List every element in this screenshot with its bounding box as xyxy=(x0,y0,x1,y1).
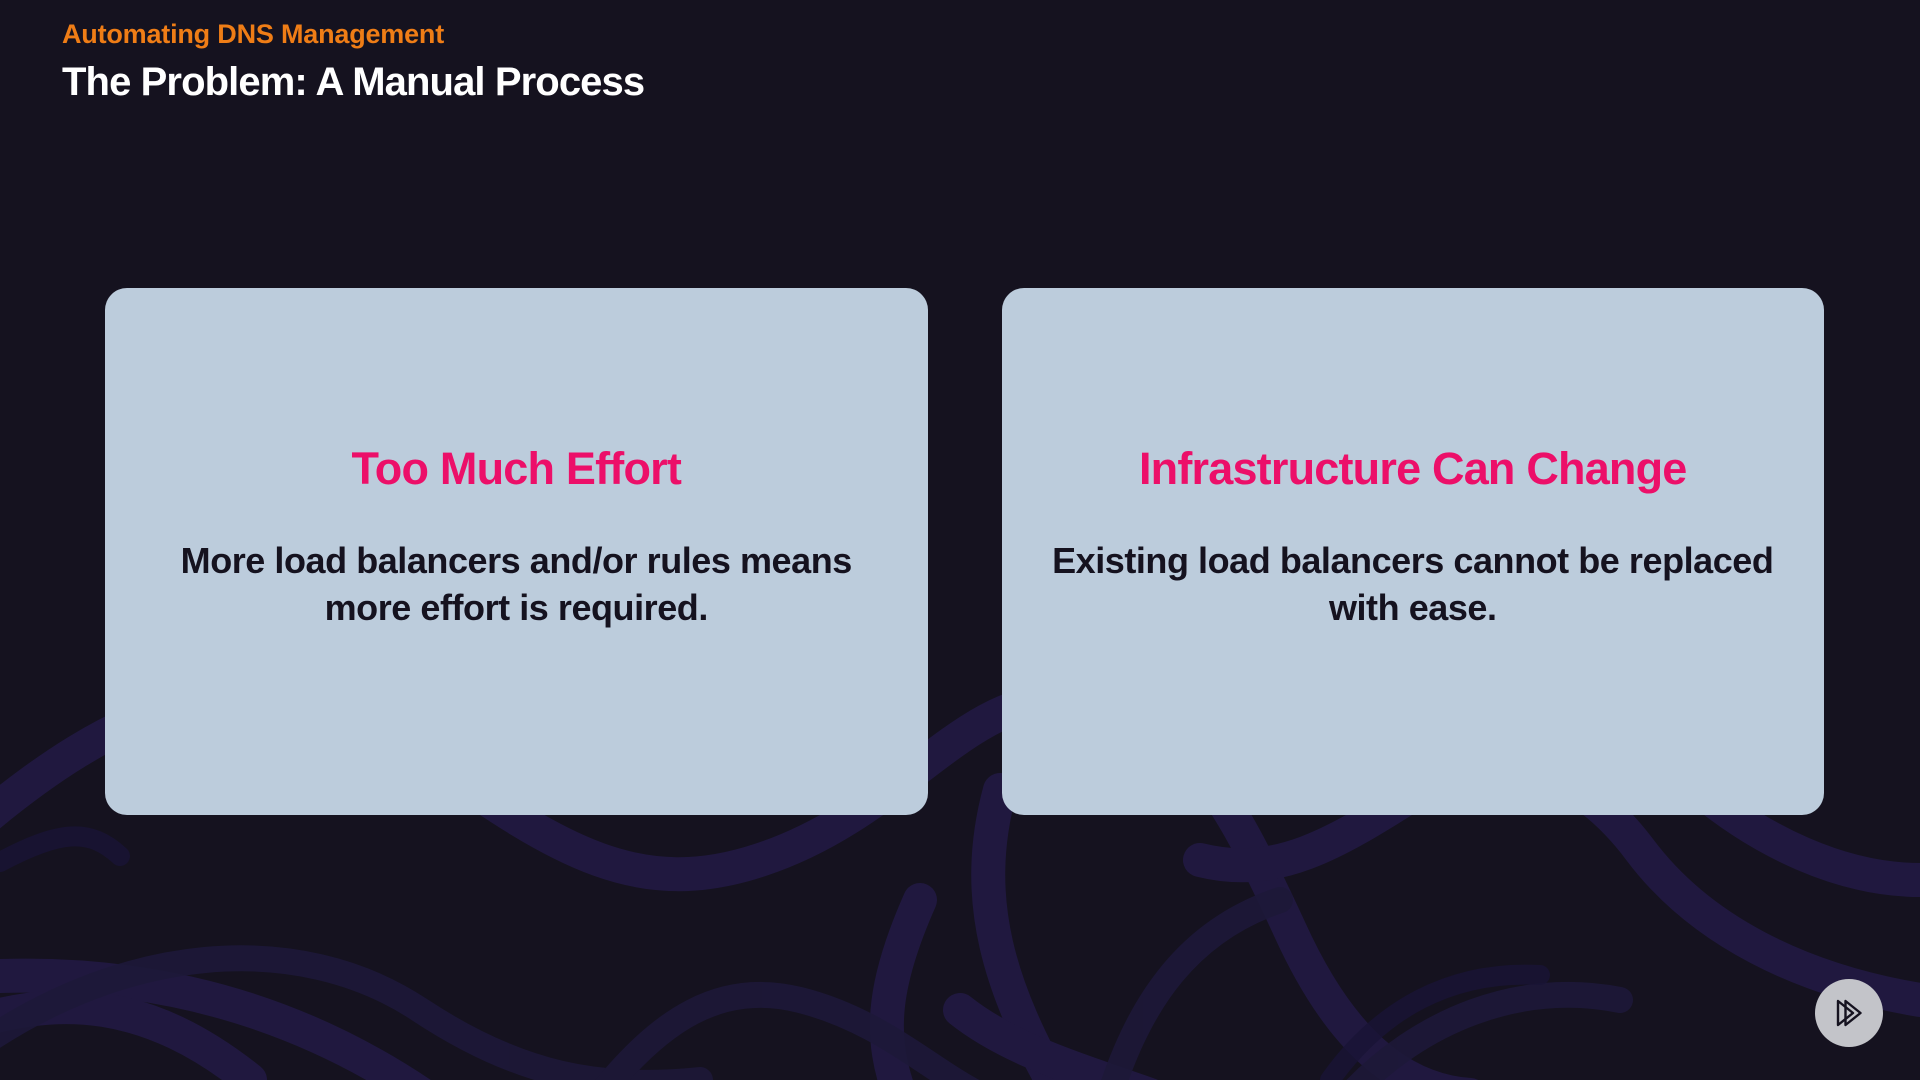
card-heading: Infrastructure Can Change xyxy=(1138,443,1687,494)
slide-eyebrow: Automating DNS Management xyxy=(62,19,445,49)
page-title: The Problem: A Manual Process xyxy=(62,59,645,104)
card-infrastructure-can-change: Infrastructure Can Change Existing load … xyxy=(1001,288,1824,815)
double-play-triangle-icon xyxy=(1836,999,1862,1027)
slide-header: Automating DNS Management The Problem: A… xyxy=(62,18,645,106)
card-body-text: Existing load balancers cannot be replac… xyxy=(1052,539,1774,629)
card-grid: Too Much Effort More load balancers and/… xyxy=(105,288,1824,815)
card-body-text: More load balancers and/or rules means m… xyxy=(180,539,853,629)
card-too-much-effort: Too Much Effort More load balancers and/… xyxy=(105,288,928,815)
card-heading: Too Much Effort xyxy=(351,443,682,494)
logo-next-button[interactable] xyxy=(1815,979,1883,1047)
